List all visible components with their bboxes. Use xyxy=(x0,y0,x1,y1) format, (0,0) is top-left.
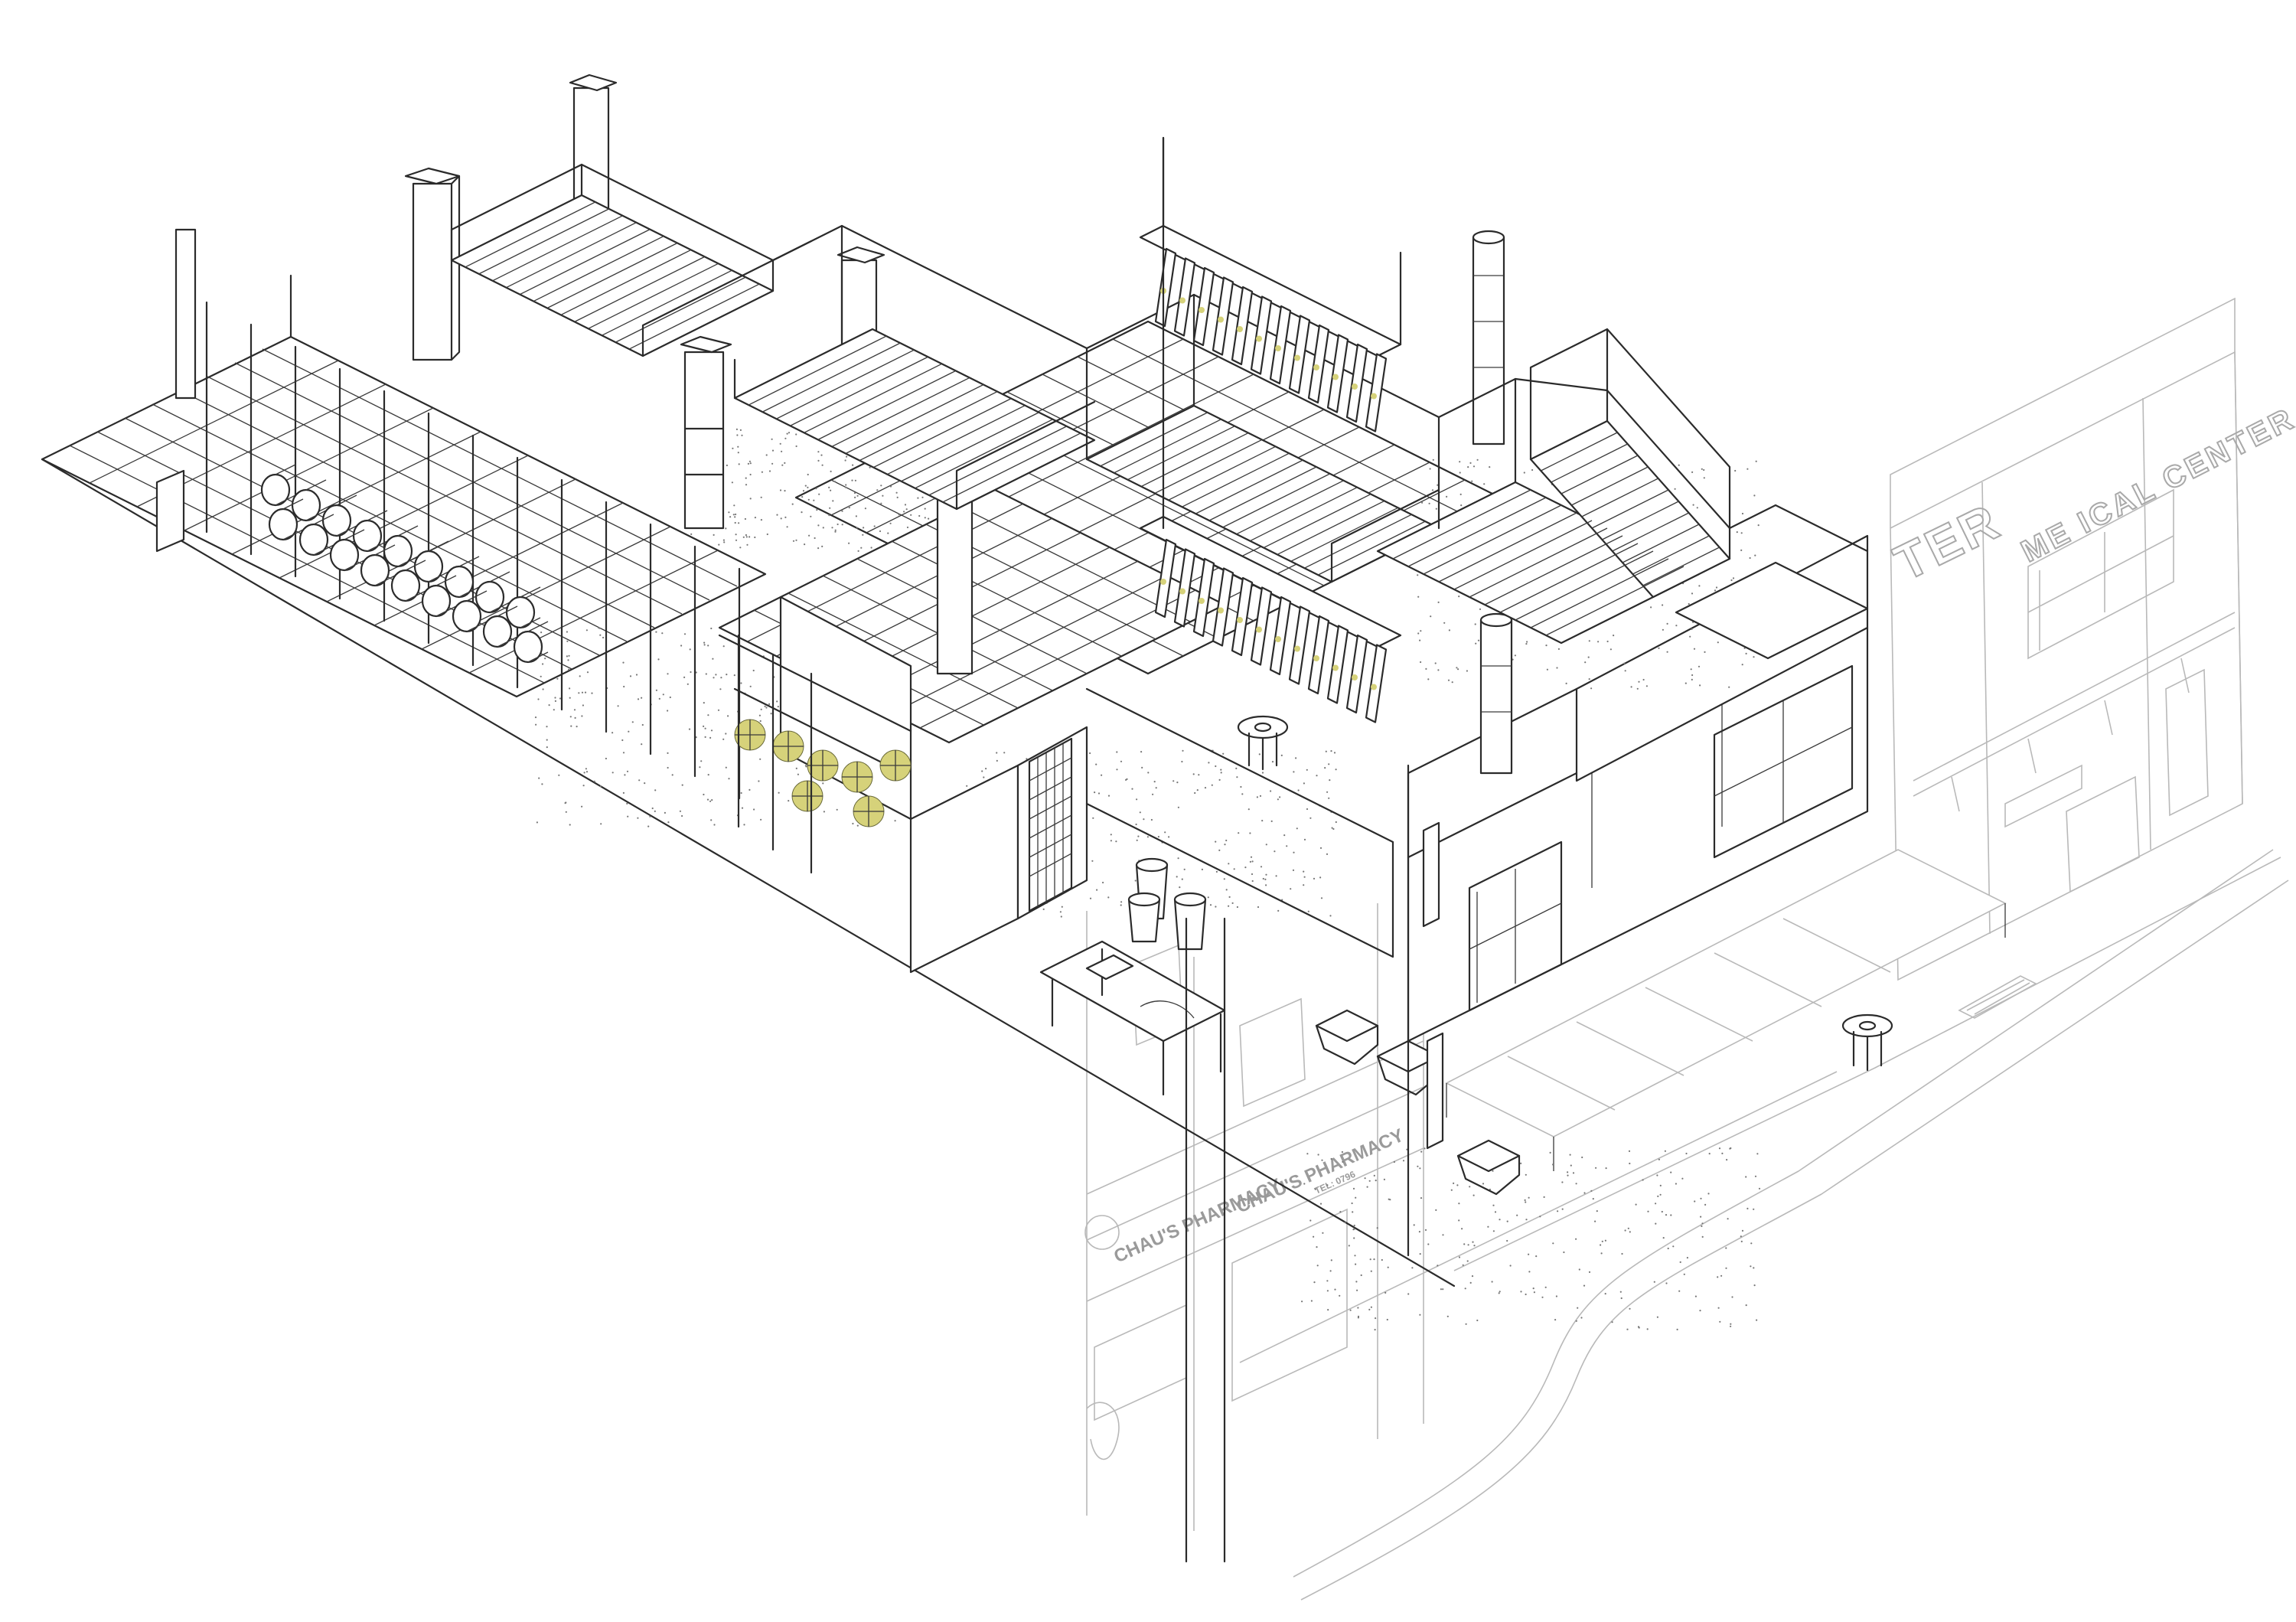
planting-dot xyxy=(1179,588,1186,595)
screen-slat xyxy=(1231,576,1254,657)
screen-slat xyxy=(1250,295,1273,375)
planting-dot xyxy=(1313,364,1319,370)
flue-1 xyxy=(1472,230,1505,445)
road-edge-inner xyxy=(1293,849,2274,1578)
furniture xyxy=(1039,715,1893,1563)
screen-slat xyxy=(1365,353,1388,432)
screen-slat xyxy=(1154,247,1177,328)
planting-dot xyxy=(1275,636,1281,642)
planting-dot xyxy=(1218,607,1224,614)
screen-slat xyxy=(1173,257,1196,337)
planting-dot xyxy=(1352,383,1358,390)
green-column-1 xyxy=(1422,821,1440,928)
fan-icon xyxy=(1084,1215,1120,1250)
screen-slat xyxy=(1326,334,1349,413)
cylinder-stack xyxy=(260,464,549,664)
facade-window-2 xyxy=(1713,664,1854,859)
screen-slat xyxy=(1250,586,1273,666)
pipe-rack xyxy=(155,228,741,800)
work-table xyxy=(1039,940,1226,1096)
screen-slat xyxy=(1365,644,1388,723)
planting-dot xyxy=(1294,645,1300,652)
planting-dot xyxy=(1179,297,1186,304)
drain-grate xyxy=(1958,975,2037,1019)
planting-dot xyxy=(1332,374,1339,380)
walkway-railings xyxy=(450,163,1869,583)
screen-slat xyxy=(1212,276,1234,356)
sign-medical-center: ME ICAL CENTER xyxy=(2016,401,2296,569)
shop-window-2 xyxy=(1231,1208,1348,1402)
screen-slat xyxy=(1154,538,1177,618)
flue-2 xyxy=(1479,612,1513,775)
screen-slat xyxy=(1345,343,1368,423)
planting-dot xyxy=(1199,598,1205,604)
chimney-4 xyxy=(680,335,732,530)
screen-slat xyxy=(1307,615,1330,695)
street-canopy xyxy=(1445,849,2007,1171)
street-context xyxy=(1239,849,2289,1601)
planting-dot xyxy=(1237,617,1243,623)
screen-slat xyxy=(1288,315,1311,394)
screen-slat xyxy=(1307,324,1330,404)
upper-window xyxy=(2027,488,2174,660)
sign-ter: TER xyxy=(1886,492,2010,592)
shop-window xyxy=(1094,1304,1187,1421)
lanterns xyxy=(718,634,912,874)
screen-slat xyxy=(1288,605,1311,685)
screen-slat xyxy=(1192,557,1215,638)
road-edge-outer xyxy=(1300,880,2289,1601)
planting-dot xyxy=(1237,326,1243,332)
screen-bottom xyxy=(1139,515,1402,648)
screen-slat xyxy=(1326,625,1349,704)
hanging-screens xyxy=(1139,136,1402,723)
court-wall-front xyxy=(909,764,1019,974)
planting-dot xyxy=(1218,316,1224,323)
facade-window-1 xyxy=(1468,840,1563,1012)
corner-post xyxy=(174,228,197,400)
planting-dot xyxy=(1160,579,1166,585)
elevated-walkway xyxy=(450,163,1869,660)
planting-dot xyxy=(1332,664,1339,671)
green-column-2 xyxy=(1426,1032,1444,1150)
planter-box xyxy=(155,469,185,553)
planting-dot xyxy=(1199,307,1205,313)
screen-slat xyxy=(1345,634,1368,714)
toolbox xyxy=(1085,954,1134,981)
planting-dot xyxy=(1256,335,1262,342)
screen-slat xyxy=(1192,266,1215,347)
sidewalk-line xyxy=(1239,1071,1838,1363)
planting-dot xyxy=(1256,626,1262,633)
screen-slat xyxy=(1231,286,1254,366)
planting-dot xyxy=(1313,655,1319,661)
round-table-1 xyxy=(1237,715,1289,771)
screen-slat xyxy=(1212,567,1234,647)
ground-terrace xyxy=(41,274,1456,1287)
small-sign xyxy=(2004,764,2082,828)
chimney-1 xyxy=(404,167,461,361)
bins xyxy=(1127,857,1207,951)
planting-dot xyxy=(1371,684,1377,690)
planting-dot xyxy=(1294,354,1300,361)
planting-dot xyxy=(1371,393,1377,400)
screen-slat xyxy=(1173,548,1196,628)
planting-dot xyxy=(1352,674,1358,680)
section-cut-line xyxy=(41,458,1456,1287)
screen-slat xyxy=(1269,305,1292,385)
shop-door xyxy=(2165,668,2209,817)
court-wall-back xyxy=(1085,687,1394,958)
sidewalk-line-2 xyxy=(1453,857,2281,1271)
chimney-5 xyxy=(932,482,981,675)
walkway-landing xyxy=(1675,561,1869,660)
screen-slat xyxy=(1269,596,1292,676)
planting-dot xyxy=(1275,345,1281,351)
mesh-panel xyxy=(1028,737,1073,912)
round-table-2 xyxy=(1841,1013,1893,1072)
